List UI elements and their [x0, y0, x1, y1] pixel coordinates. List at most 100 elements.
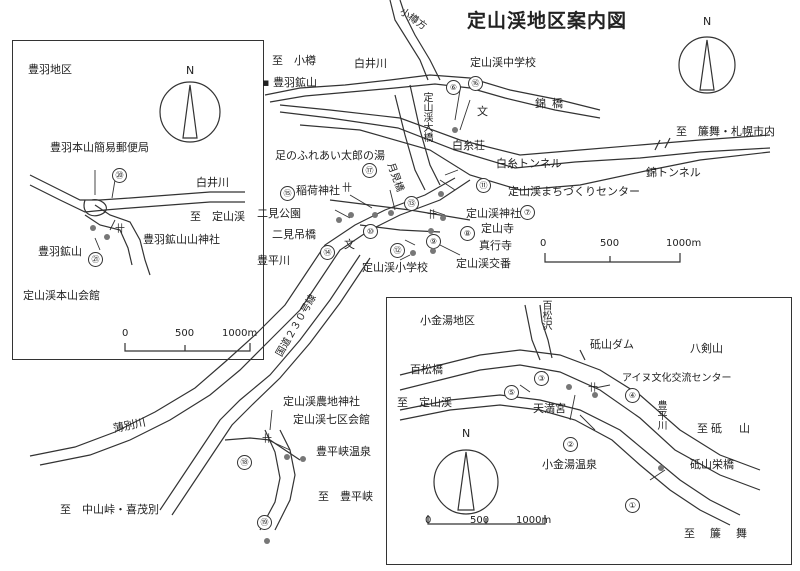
- marker-5: ⑤: [504, 385, 519, 400]
- ainu-center: アイヌ文化交流センター: [622, 373, 732, 384]
- road-toyohirakyo-edge: [259, 429, 281, 531]
- school-mark-elem: 文: [344, 238, 355, 251]
- marker-21: ㉑: [88, 252, 103, 267]
- marker-14: ⑭: [320, 245, 335, 260]
- toishi-sakae-bridge: 砥山栄橋: [690, 458, 734, 471]
- marker-6: ⑥: [446, 80, 461, 95]
- poi-dot: [658, 465, 664, 471]
- kogane-toyohira-river: 豊平川: [655, 400, 666, 430]
- koban: 定山渓交番: [456, 257, 511, 270]
- inari-shrine: 稲荷神社: [296, 184, 340, 197]
- kogane-scale-bar: [427, 515, 546, 525]
- kogane-scale-500: 500: [470, 515, 490, 526]
- town-street-1: [409, 84, 441, 186]
- usubetsu-river: [224, 437, 301, 461]
- north-label-main: N: [703, 15, 712, 28]
- shrine-mark-inari: 卄: [342, 183, 352, 194]
- jozankei-ohashi: 定山渓大橋: [421, 92, 432, 142]
- marker-16: ⑯: [468, 76, 483, 91]
- shiraito-tunnel: 白糸トンネル: [496, 157, 562, 170]
- poi-dot: [300, 456, 306, 462]
- pointer-lines: [267, 89, 471, 451]
- road-to-otaru-edge: [389, 0, 429, 81]
- jozankei-middle-school: 定山渓中学校: [470, 56, 536, 69]
- tunnel-mouth: [654, 137, 671, 151]
- marker-7: ⑦: [520, 205, 535, 220]
- marker-19: ⑲: [257, 515, 272, 530]
- houei-pointer-lines: [94, 170, 116, 251]
- to-misumai: 至 簾 舞: [684, 527, 749, 540]
- inset-houei-panel: [12, 40, 264, 360]
- main-scale-500: 500: [600, 238, 620, 249]
- to-nakayama: 至 中山峠・喜茂別: [60, 503, 159, 516]
- poi-dot: [566, 384, 572, 390]
- to-sapporo: 至 簾舞・札幌市内: [676, 125, 775, 138]
- marker-17: ⑰: [362, 163, 377, 178]
- marker-2: ②: [563, 437, 578, 452]
- shiraikawa-main: 白井川: [354, 57, 387, 70]
- toyohira-main-left: [29, 177, 456, 457]
- toyohirakyo-onsen: 豊平峡温泉: [316, 445, 371, 458]
- road-band: [299, 124, 771, 191]
- north-compass-houei: [159, 81, 221, 143]
- kogane-onsen: 小金湯温泉: [542, 458, 597, 471]
- hyakumatsu-sawa: 百松沢: [540, 300, 551, 330]
- poi-dot: [428, 228, 434, 234]
- river-band-upper: [279, 104, 771, 156]
- to-otaru: 至 小樽: [272, 54, 316, 67]
- houei-mine: 豊羽鉱山: [38, 245, 82, 258]
- ashi-bath: 足のふれあい太郎の湯: [275, 149, 385, 162]
- north-compass-kogane: [433, 449, 499, 515]
- poi-dot: [410, 250, 416, 256]
- shrine-mark-nouchi: 卄: [262, 434, 272, 445]
- poi-dot: [430, 248, 436, 254]
- town-street-2: [394, 94, 426, 191]
- marker-8: ⑧: [460, 226, 475, 241]
- marker-3: ③: [534, 371, 549, 386]
- jozankei-elementary: 定山渓小学校: [362, 261, 428, 274]
- nouchi-shrine: 定山渓農地神社: [283, 395, 360, 408]
- to-toishi: 至砥 山: [697, 422, 753, 435]
- houei-to-jozankei: 至 定山渓: [190, 210, 245, 223]
- tenmangu: 天満宮: [533, 402, 566, 415]
- kogane-region: 小金湯地区: [420, 314, 475, 327]
- futami-bridge: 二見吊橋: [272, 228, 316, 241]
- houei-shrine: 豊羽鉱山山神社: [143, 233, 220, 246]
- north-label-kogane: N: [462, 427, 471, 440]
- poi-dot: [592, 392, 598, 398]
- north-compass-main: [678, 36, 736, 94]
- houei-loop: [83, 199, 107, 217]
- houei-kaikan: 定山渓本山会館: [23, 289, 100, 302]
- kogane-scale-1000: 1000m: [516, 515, 552, 526]
- jozankei-shrine: 定山渓神社: [466, 207, 521, 220]
- houei-mine-main: ▪ 豊羽鉱山: [262, 76, 317, 89]
- shiraikawa-river-edge: [269, 83, 601, 119]
- toishi-dam: 砥山ダム: [590, 338, 634, 351]
- marker-11: ⑪: [476, 178, 491, 193]
- route-230: [159, 254, 361, 511]
- river-band-lower: [279, 111, 771, 169]
- kogane-road-b: [399, 404, 731, 526]
- poi-dot: [104, 234, 110, 240]
- jozanji: 定山寺: [481, 222, 514, 235]
- north-label-houei: N: [186, 64, 195, 77]
- poi-dot: [90, 225, 96, 231]
- houei-scale-500: 500: [175, 328, 195, 339]
- nishiki-tunnel: 錦トンネル: [646, 166, 701, 179]
- kogane-scale-0: 0: [425, 515, 432, 526]
- shingyoji: 真行寺: [479, 239, 512, 252]
- poi-dot: [440, 215, 446, 221]
- marker-1: ①: [625, 498, 640, 513]
- houei-post-office: 豊羽本山簡易郵便局: [50, 141, 149, 154]
- houei-scale-1000: 1000m: [222, 328, 258, 339]
- houei-scale-0: 0: [122, 328, 129, 339]
- houei-scale-bar: [124, 343, 251, 352]
- poi-dot: [372, 212, 378, 218]
- marker-12: ⑫: [390, 243, 405, 258]
- poi-dot: [452, 127, 458, 133]
- toyohira-main-right: [39, 179, 471, 466]
- poi-dot: [388, 210, 394, 216]
- poi-dot: [264, 538, 270, 544]
- marker-13: ⑬: [404, 196, 419, 211]
